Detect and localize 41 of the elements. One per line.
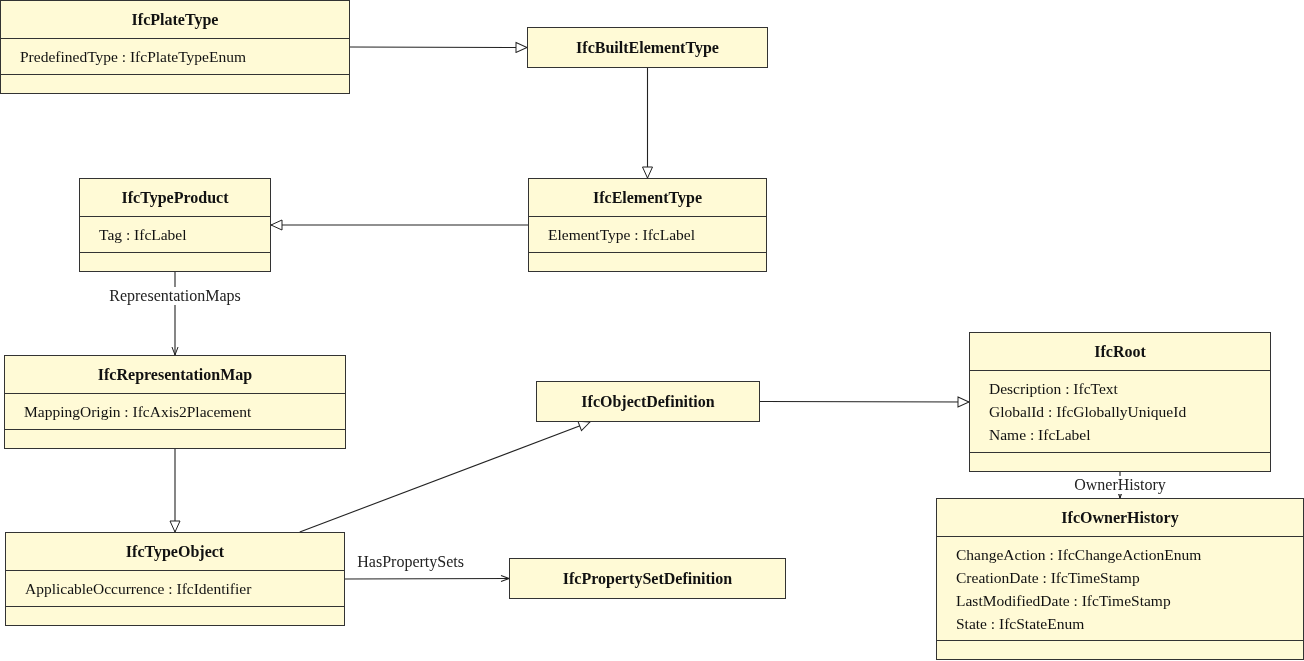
class-box (936, 498, 1304, 660)
class-name: IfcBuiltElementType (576, 38, 719, 57)
class-box (509, 558, 786, 599)
attribute-text: State : IfcStateEnum (956, 613, 1086, 634)
attribute-text: ApplicableOccurrence : IfcIdentifier (25, 579, 253, 599)
class-name: IfcElementType (593, 188, 702, 207)
attribute-text: CreationDate : IfcTimeStamp (956, 567, 1141, 588)
class-box (0, 0, 350, 94)
class-name: IfcObjectDefinition (581, 392, 715, 411)
attribute-text: PredefinedType : IfcPlateTypeEnum (20, 47, 247, 67)
attribute-text: GlobalId : IfcGloballyUniqueId (989, 402, 1188, 422)
edge-label: OwnerHistory (1073, 476, 1167, 494)
arrow (642, 67, 653, 179)
arrow (270, 219, 529, 231)
attribute-text: Tag : IfcLabel (99, 225, 188, 245)
arrow (169, 448, 181, 533)
attribute-text: Description : IfcText (989, 379, 1119, 399)
class-name: IfcRepresentationMap (97, 365, 253, 384)
class-box (5, 532, 345, 626)
attribute-text: ElementType : IfcLabel (548, 225, 696, 245)
class-box (527, 27, 768, 68)
class-name: IfcTypeProduct (121, 188, 229, 207)
attribute-text: Name : IfcLabel (989, 425, 1092, 445)
class-box (79, 178, 271, 272)
attribute-text: LastModifiedDate : IfcTimeStamp (956, 590, 1172, 611)
class-name: IfcOwnerHistory (1061, 508, 1179, 527)
attribute-text: ChangeAction : IfcChangeActionEnum (956, 544, 1203, 565)
edge-label: RepresentationMaps (108, 287, 242, 306)
class-box (528, 178, 767, 272)
class-box (536, 381, 760, 422)
attribute-text: MappingOrigin : IfcAxis2Placement (24, 402, 253, 422)
class-name: IfcPlateType (131, 10, 219, 29)
class-name: IfcRoot (1094, 342, 1146, 361)
arrow (759, 396, 970, 408)
class-box (4, 355, 346, 449)
arrow (344, 575, 510, 582)
class-name: IfcPropertySetDefinition (562, 569, 733, 588)
class-box (969, 332, 1271, 472)
class-name: IfcTypeObject (125, 542, 225, 561)
arrow (349, 41, 528, 53)
arrow (299, 420, 591, 533)
